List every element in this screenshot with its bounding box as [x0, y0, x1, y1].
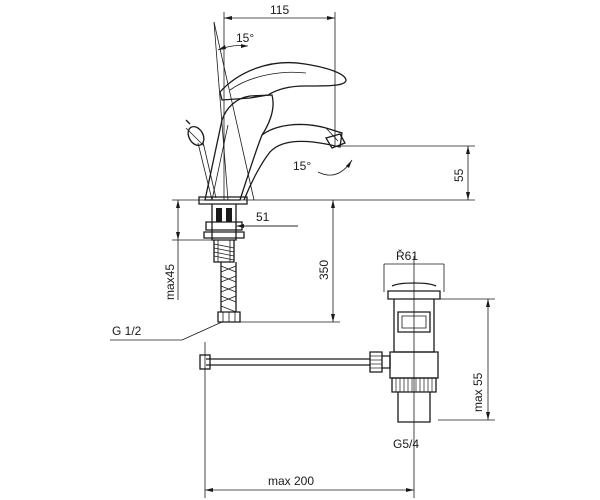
dim-hose-length: 350	[317, 200, 335, 322]
dim-faucet-width-label: 115	[270, 3, 289, 17]
dim-drain-thread: G5/4	[393, 437, 419, 451]
dim-drain-height-label: max 55	[471, 372, 485, 412]
dim-hose-length-label: 350	[317, 260, 331, 280]
dim-faucet-width: 115	[224, 3, 335, 20]
faucet-base	[172, 196, 332, 205]
dim-shank-length: max45	[163, 200, 180, 300]
dim-shank-length-label: max45	[163, 264, 177, 300]
dim-shank-offset-label: 51	[256, 210, 270, 224]
dim-spout-height-label: 55	[452, 168, 466, 182]
dim-drain-diameter-label: Ř61	[396, 248, 418, 263]
dim-drain-thread-label: G5/4	[393, 437, 419, 451]
dim-shank-offset: 51	[236, 210, 298, 228]
popup-rod	[199, 342, 370, 378]
dim-rod-length: max 200	[205, 474, 414, 492]
dim-spout-angle-label: 15°	[293, 159, 311, 173]
extension-lines	[172, 12, 495, 498]
dim-spout-height: 55	[452, 146, 470, 200]
drain-assembly	[369, 282, 441, 423]
dim-rod-length-label: max 200	[268, 474, 314, 488]
dim-inlet-thread-label: G 1/2	[112, 324, 142, 338]
dim-handle-angle: 15°	[217, 31, 254, 51]
faucet-shank	[203, 204, 245, 263]
faucet-body	[185, 62, 347, 201]
dimension-annotations: 115 15° 15° 55 51	[110, 3, 490, 492]
supply-hose	[217, 262, 241, 323]
dim-drain-diameter: Ř61	[396, 248, 418, 263]
dim-spout-angle: 15°	[293, 159, 353, 176]
dim-drain-height: max 55	[471, 299, 490, 420]
dim-handle-angle-label: 15°	[236, 31, 254, 45]
dim-inlet-thread: G 1/2	[110, 321, 223, 341]
